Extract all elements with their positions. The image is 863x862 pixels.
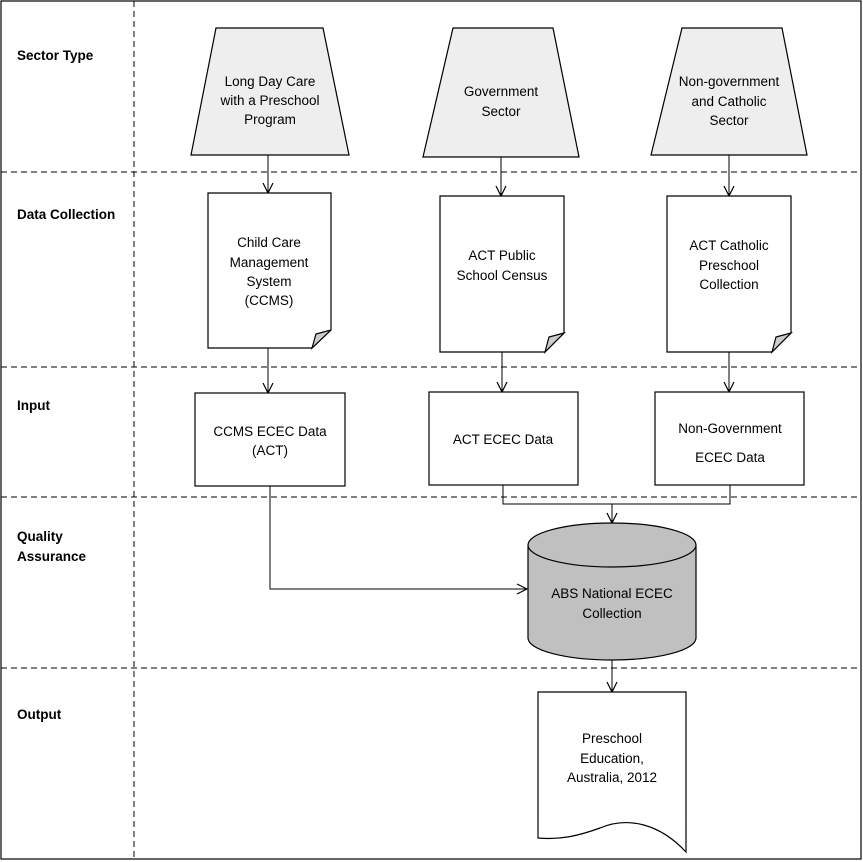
sector-long-day-care-shape: [190, 27, 350, 156]
sector-non-government-line2: and Catholic: [691, 94, 766, 109]
input-non-gov-data-box: [654, 391, 805, 486]
collection-catholic-line2: Preschool: [699, 258, 759, 273]
sector-government-line1: Government: [464, 84, 539, 99]
sector-long-day-care-line1: Long Day Care: [225, 74, 316, 89]
connector-nongov-to-merge: [612, 485, 731, 505]
lane-label-output: Output: [17, 707, 62, 722]
sector-long-day-care-line3: Program: [244, 112, 296, 127]
lane-label-sector-type: Sector Type: [17, 48, 94, 63]
database-line1: ABS National ECEC: [551, 586, 673, 601]
database-line2: Collection: [582, 606, 641, 621]
database-body: [527, 545, 697, 661]
connector-ccms-to-database: [269, 486, 527, 589]
collection-ccms-line2: Management: [230, 255, 309, 270]
collection-ccms-line4: (CCMS): [245, 293, 294, 308]
sector-non-government-line3: Sector: [709, 113, 749, 128]
sector-long-day-care-line2: with a Preschool: [219, 93, 319, 108]
collection-catholic-shape: [666, 195, 792, 353]
collection-public-census-line1: ACT Public: [468, 248, 536, 263]
output-line1: Preschool: [582, 731, 642, 746]
output-line2: Education,: [580, 751, 644, 766]
lane-label-quality-assurance-line1: Quality: [17, 529, 63, 544]
input-act-data-line1: ACT ECEC Data: [453, 432, 554, 447]
input-act-data-box: [428, 391, 579, 486]
input-non-gov-data-line1: Non-Government: [678, 421, 782, 436]
collection-catholic-line1: ACT Catholic: [689, 238, 769, 253]
collection-ccms-shape: [207, 192, 332, 349]
output-line3: Australia, 2012: [567, 770, 657, 785]
input-non-gov-data-line2: ECEC Data: [695, 450, 765, 465]
lane-label-data-collection: Data Collection: [17, 207, 115, 222]
collection-public-census-fold: [543, 331, 567, 355]
collection-catholic-fold: [770, 331, 794, 355]
collection-ccms-line1: Child Care: [237, 235, 301, 250]
connector-act-to-merge: [502, 485, 612, 505]
lane-label-input: Input: [17, 398, 50, 413]
lane-label-quality-assurance-line2: Assurance: [17, 549, 87, 564]
collection-catholic-line3: Collection: [699, 277, 758, 292]
input-ccms-data-line2: (ACT): [252, 443, 288, 458]
sector-non-government-shape: [650, 27, 808, 156]
sector-non-government-line1: Non-government: [679, 74, 780, 89]
collection-public-census-line2: School Census: [457, 268, 548, 283]
sector-government-shape: [422, 27, 580, 158]
collection-ccms-line3: System: [246, 274, 291, 289]
database-top: [527, 522, 697, 568]
input-ccms-data-box: [194, 392, 346, 487]
collection-ccms-fold: [310, 329, 332, 350]
input-ccms-data-line1: CCMS ECEC Data: [213, 424, 327, 439]
sector-government-line2: Sector: [481, 104, 521, 119]
output-document-shape: [537, 691, 687, 854]
